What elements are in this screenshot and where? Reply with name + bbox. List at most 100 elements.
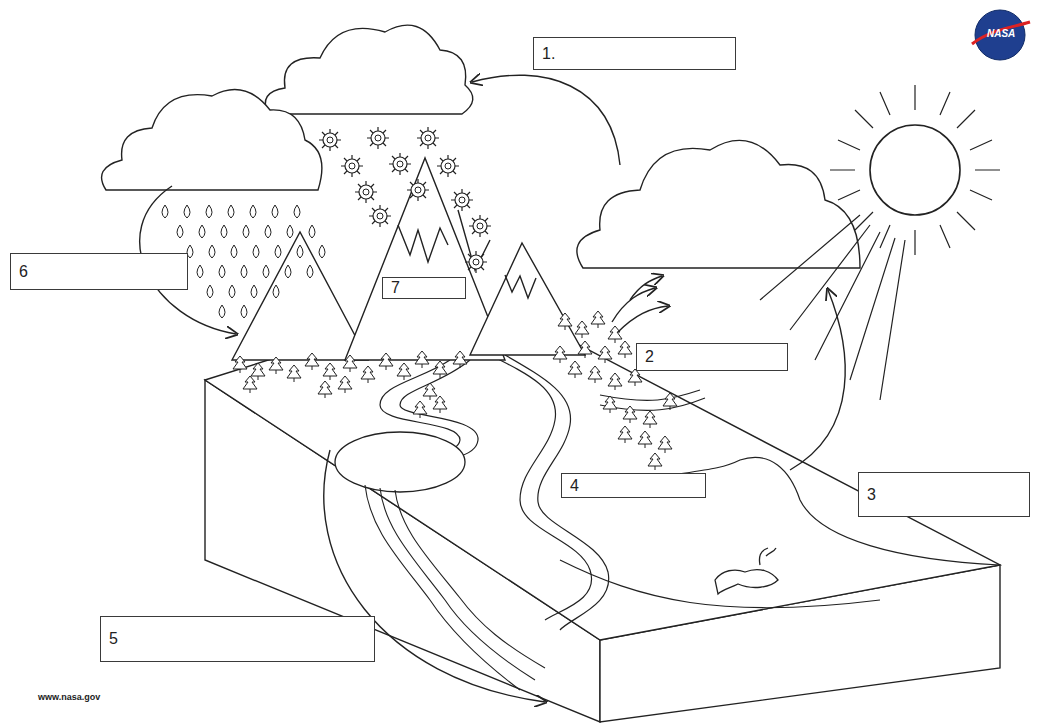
trees-part — [588, 366, 602, 383]
snowflakes-part — [367, 127, 389, 149]
trees-part — [323, 363, 337, 380]
trees-part — [423, 383, 437, 400]
cycle-arrows-part — [618, 306, 668, 332]
whale — [715, 548, 778, 594]
source-url: www.nasa.gov — [38, 692, 100, 702]
rain-drops-part — [273, 285, 279, 298]
logo-disc — [975, 10, 1025, 60]
rain-drops-part — [309, 225, 315, 238]
trees-part — [628, 369, 642, 386]
mountains-part — [470, 243, 585, 355]
trees-part — [658, 436, 672, 453]
trees-part — [318, 381, 332, 398]
trees-part — [433, 361, 447, 378]
river — [380, 355, 705, 630]
sun-part — [830, 85, 1000, 255]
trees-part — [568, 361, 582, 378]
rain-drops-part — [162, 205, 168, 218]
lake — [335, 432, 465, 492]
stream-to-ocean-part — [395, 490, 545, 668]
stream-to-ocean-part — [380, 488, 535, 680]
rain-drops-part — [265, 225, 271, 238]
answer-box: 3 — [858, 472, 1030, 517]
rain-drops-part — [241, 265, 247, 278]
trees-part — [251, 363, 265, 380]
trees — [233, 311, 677, 470]
callout-number: 3 — [867, 486, 876, 504]
mountains-part — [232, 232, 368, 360]
snowflakes-part — [355, 181, 377, 203]
sun-part — [870, 125, 960, 215]
answer-box: 6 — [10, 253, 188, 290]
mountains-part — [398, 225, 448, 262]
answer-box: 4 — [561, 473, 706, 498]
rain-drops-part — [207, 285, 213, 298]
rain-drops-part — [177, 225, 183, 238]
trees-part — [305, 353, 319, 370]
rain-drops-part — [228, 205, 234, 218]
answer-box: 1. — [533, 37, 736, 70]
trees-part — [578, 341, 592, 358]
rain-drops-part — [287, 225, 293, 238]
callout-number: 5 — [109, 630, 118, 648]
trees-part — [608, 326, 622, 343]
callout-number: 1. — [542, 45, 555, 63]
rain-drops-part — [229, 285, 235, 298]
trees-part — [618, 426, 632, 443]
stream-to-ocean-part — [365, 485, 520, 690]
trees-part — [287, 365, 301, 382]
rain-drops-part — [251, 285, 257, 298]
snowflakes-part — [465, 251, 487, 273]
snowflakes-part — [451, 189, 473, 211]
snowflakes-part — [319, 129, 341, 151]
rain-drops-part — [253, 245, 259, 258]
rain-drops-part — [199, 225, 205, 238]
trees-part — [643, 411, 657, 428]
trees-part — [233, 356, 247, 373]
rain-drops-part — [243, 225, 249, 238]
trees-part — [343, 355, 357, 372]
trees-part — [379, 353, 393, 370]
rain-drops-part — [275, 245, 281, 258]
trees-part — [413, 401, 427, 418]
cycle-arrows-part — [472, 75, 620, 165]
trees-part — [397, 363, 411, 380]
trees-part — [553, 346, 567, 363]
trees-part — [433, 396, 447, 413]
rain-drops-part — [219, 305, 225, 318]
trees-part — [269, 357, 283, 374]
trees-part — [603, 396, 617, 413]
answer-box: 7 — [382, 277, 466, 299]
rain-drops-part — [294, 205, 300, 218]
rain-drops-part — [184, 205, 190, 218]
trees-part — [623, 406, 637, 423]
callout-number: 6 — [19, 263, 28, 281]
callout-number: 2 — [645, 348, 654, 366]
snowflakes-part — [437, 155, 459, 177]
snowflakes-part — [389, 153, 411, 175]
snowflakes-part — [341, 155, 363, 177]
trees-part — [663, 393, 677, 410]
river-part — [600, 390, 700, 400]
whale-part — [715, 570, 778, 594]
rain-drops-part — [263, 265, 269, 278]
callout-number: 4 — [570, 477, 579, 495]
trees-part — [338, 376, 352, 393]
rain-drops-part — [285, 265, 291, 278]
cycle-arrows — [140, 75, 845, 702]
trees-part — [558, 313, 572, 330]
answer-box: 5 — [100, 616, 375, 662]
river-part — [490, 355, 592, 620]
snowflakes-part — [369, 205, 391, 227]
sun — [760, 85, 1000, 400]
trees-part — [361, 366, 375, 383]
trees-part — [415, 351, 429, 368]
snowflakes — [319, 127, 491, 273]
cycle-arrows-part — [790, 290, 845, 470]
snowflakes-part — [417, 127, 439, 149]
trees-part — [618, 341, 632, 358]
snowflakes-part — [407, 179, 429, 201]
trees-part — [243, 376, 257, 393]
rain-drops-part — [307, 265, 313, 278]
